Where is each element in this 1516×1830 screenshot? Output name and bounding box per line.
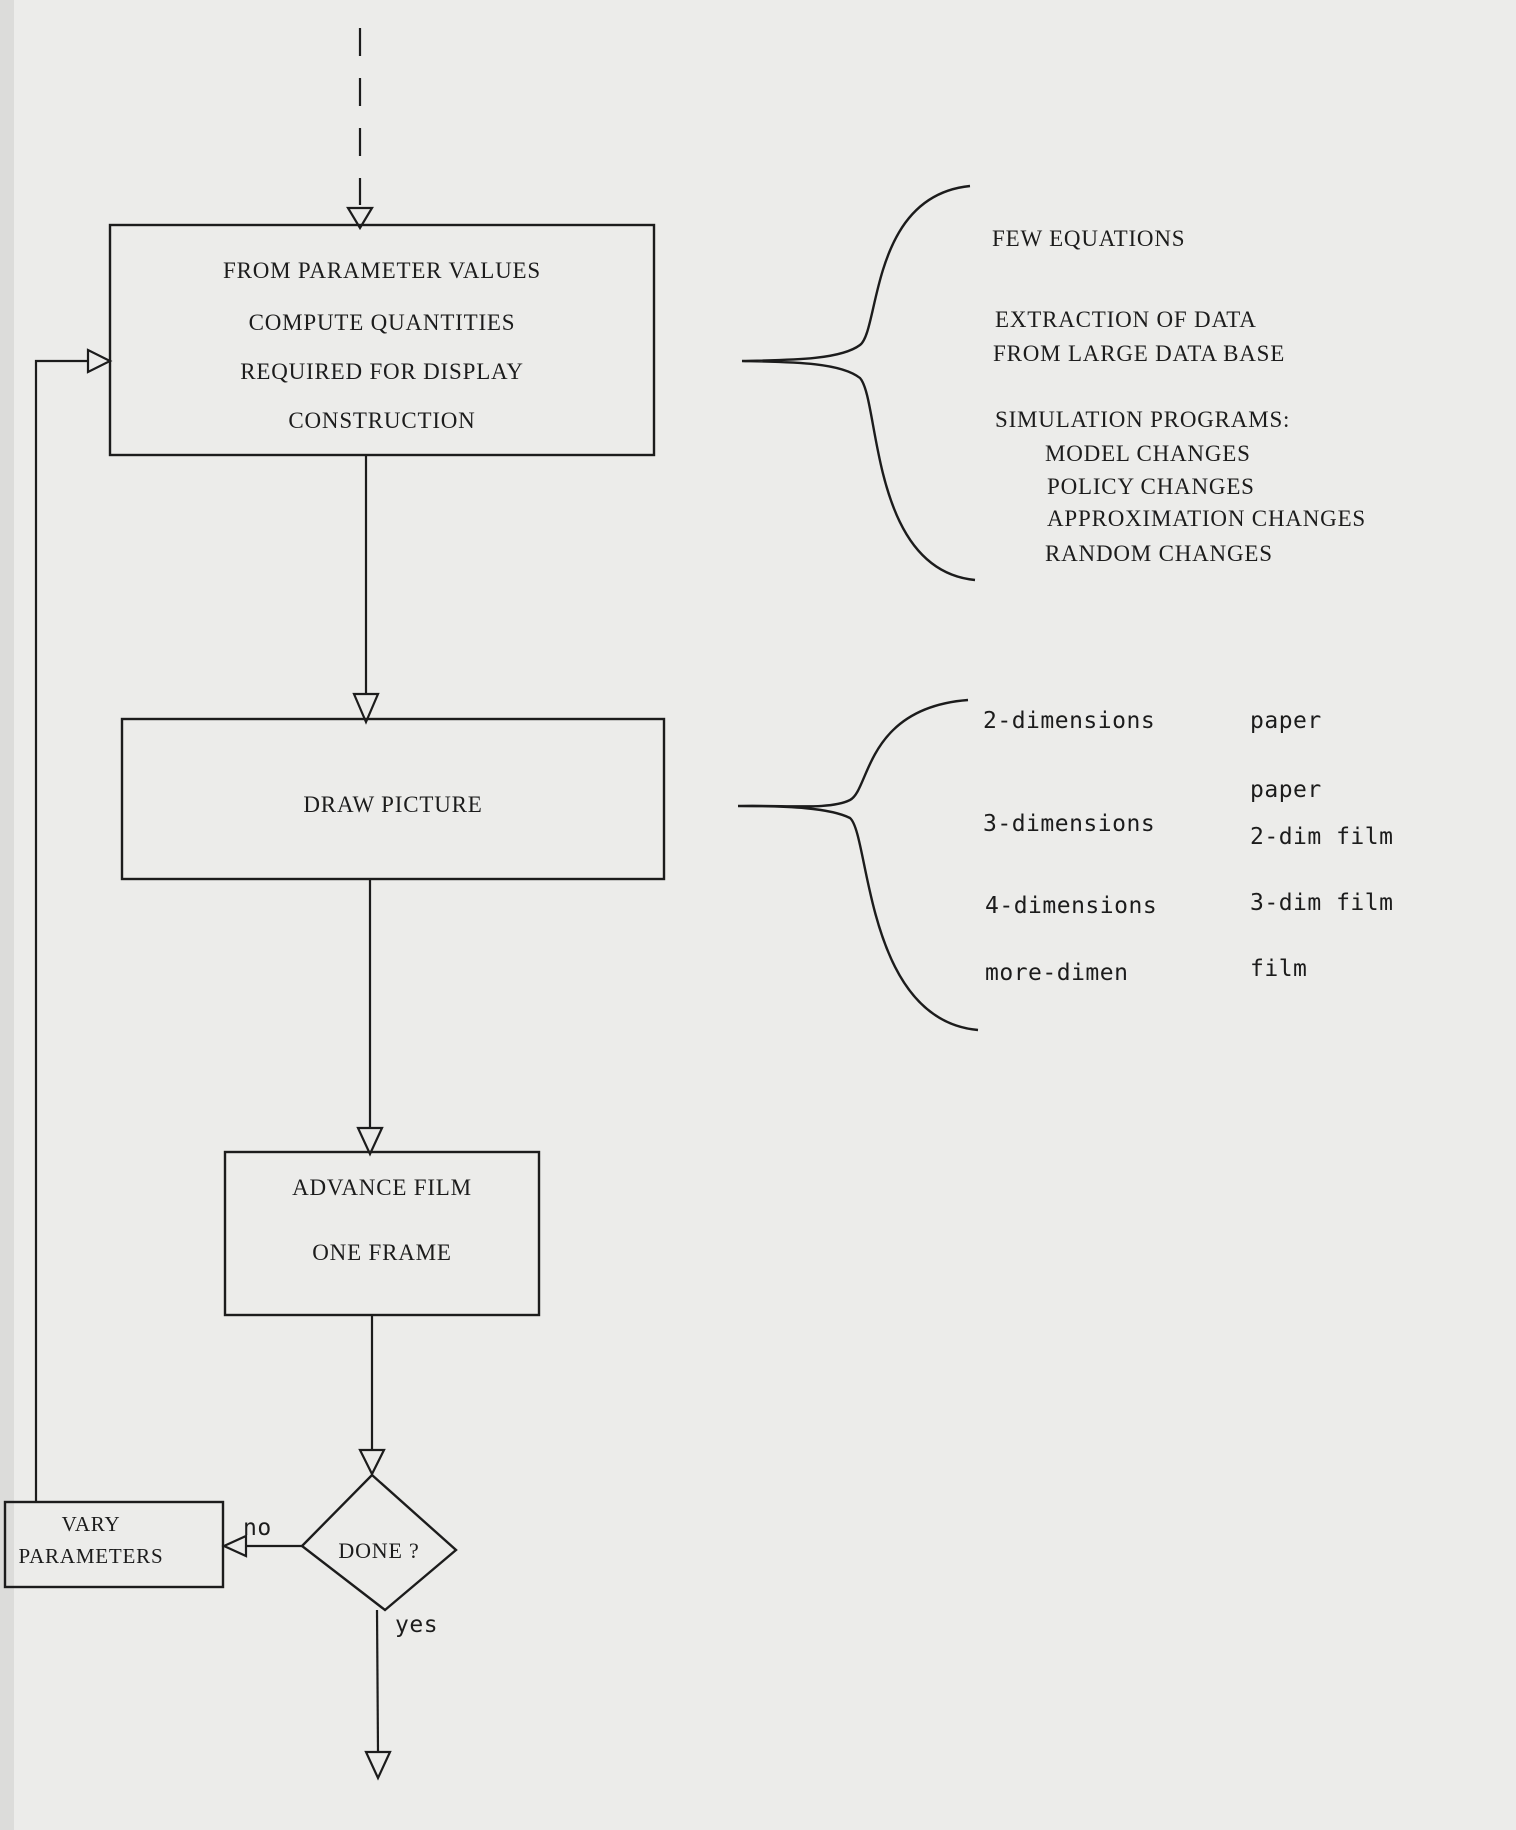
no-branch-label: no xyxy=(243,1515,272,1541)
vary-arrowhead xyxy=(221,1534,248,1558)
note-simulation-item-3: APPROXIMATION CHANGES xyxy=(1047,506,1367,531)
yes-branch-label: yes xyxy=(395,1612,439,1638)
media-value-row-2a: paper xyxy=(1250,777,1322,803)
draw-picture-label: DRAW PICTURE xyxy=(303,792,483,817)
compute-notes-brace xyxy=(741,184,976,582)
done-decision-diamond xyxy=(300,1473,458,1612)
decision-arrowhead xyxy=(358,1448,386,1477)
advance-line-1: ADVANCE FILM xyxy=(292,1175,472,1200)
entry-arrowhead xyxy=(346,206,374,231)
compute-line-1: FROM PARAMETER VALUES xyxy=(222,258,541,283)
draw-picture-box xyxy=(120,717,666,881)
media-dims-row-1: 2-dimensions xyxy=(983,708,1156,734)
note-extraction-2: FROM LARGE DATA BASE xyxy=(993,341,1286,366)
note-few-equations: FEW EQUATIONS xyxy=(992,226,1186,251)
note-simulation-title: SIMULATION PROGRAMS: xyxy=(995,407,1291,432)
feedback-arrowhead xyxy=(86,348,113,374)
vary-line-2: PARAMETERS xyxy=(18,1544,164,1568)
draw-arrowhead xyxy=(352,692,380,725)
page-edge-shadow xyxy=(0,0,14,1830)
exit-arrowhead xyxy=(364,1750,392,1781)
done-question-label: DONE ? xyxy=(338,1538,420,1563)
advance-line-2: ONE FRAME xyxy=(312,1240,452,1265)
feedback-loop-line xyxy=(34,359,88,1502)
compute-line-3: REQUIRED FOR DISPLAY xyxy=(240,359,524,384)
note-simulation-item-1: MODEL CHANGES xyxy=(1045,441,1251,466)
note-simulation-item-2: POLICY CHANGES xyxy=(1047,474,1255,499)
media-value-row-2b: 2-dim film xyxy=(1250,824,1394,850)
note-extraction-1: EXTRACTION OF DATA xyxy=(995,307,1257,332)
media-value-row-1: paper xyxy=(1250,708,1322,734)
vary-line-1: VARY xyxy=(61,1512,121,1536)
advance-arrowhead xyxy=(356,1126,384,1157)
compute-line-2: COMPUTE QUANTITIES xyxy=(248,310,516,335)
yes-branch-line xyxy=(375,1609,380,1753)
media-value-row-3: 3-dim film xyxy=(1250,890,1394,916)
media-dims-row-4: more-dimen xyxy=(985,960,1129,986)
note-simulation-item-4: RANDOM CHANGES xyxy=(1045,541,1273,566)
advance-film-box xyxy=(223,1150,541,1317)
vary-parameters-box xyxy=(3,1500,225,1589)
media-dims-row-3: 4-dimensions xyxy=(985,893,1158,919)
compute-box xyxy=(108,223,656,457)
media-table-brace xyxy=(737,698,979,1032)
compute-line-4: CONSTRUCTION xyxy=(288,408,476,433)
media-value-row-4: film xyxy=(1250,956,1308,982)
media-dims-row-2: 3-dimensions xyxy=(983,811,1156,837)
